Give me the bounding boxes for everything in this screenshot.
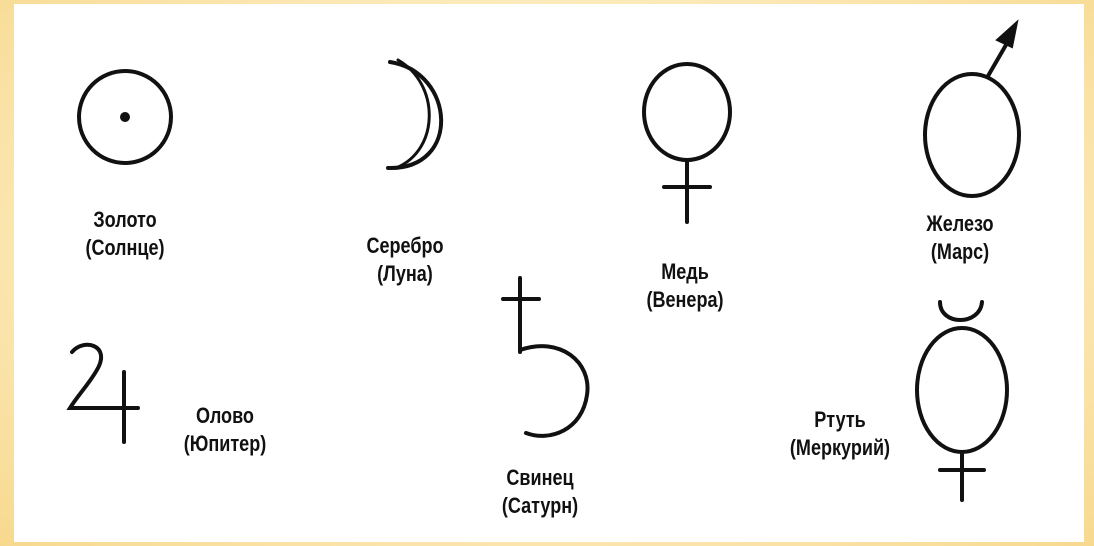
jupiter-symbol-icon — [66, 342, 140, 444]
planet-name: (Меркурий) — [789, 435, 891, 460]
sun-symbol-icon — [77, 69, 173, 165]
label-tin: Олово (Юпитер) — [168, 402, 283, 458]
metal-name: Железо — [926, 211, 994, 236]
saturn-symbol-icon — [501, 276, 590, 438]
metal-name: Олово — [196, 403, 254, 428]
metal-name: Свинец — [506, 465, 574, 490]
label-lead: Свинец (Сатурн) — [487, 464, 594, 520]
planet-name: (Солнце) — [85, 235, 165, 260]
venus-symbol-icon — [642, 62, 732, 224]
planet-name: (Сатурн) — [501, 493, 579, 518]
label-mercury: Ртуть (Меркурий) — [774, 406, 905, 462]
moon-symbol-icon — [386, 58, 444, 171]
metal-name: Золото — [93, 207, 157, 232]
planet-name: (Марс) — [930, 239, 990, 264]
mars-symbol-icon — [923, 19, 1021, 198]
metal-name: Ртуть — [814, 407, 866, 432]
label-copper: Медь (Венера) — [632, 258, 739, 314]
mercury-symbol-icon — [915, 300, 1009, 502]
planet-name: (Юпитер) — [183, 431, 267, 456]
planet-name: (Луна) — [377, 261, 433, 286]
label-silver: Серебро (Луна) — [348, 232, 463, 288]
planet-name: (Венера) — [646, 287, 724, 312]
metal-name: Медь — [661, 259, 709, 284]
metal-name: Серебро — [366, 233, 444, 258]
label-gold: Золото (Солнце) — [72, 206, 179, 262]
diagram-panel — [14, 4, 1084, 542]
label-iron: Железо (Марс) — [907, 210, 1014, 266]
